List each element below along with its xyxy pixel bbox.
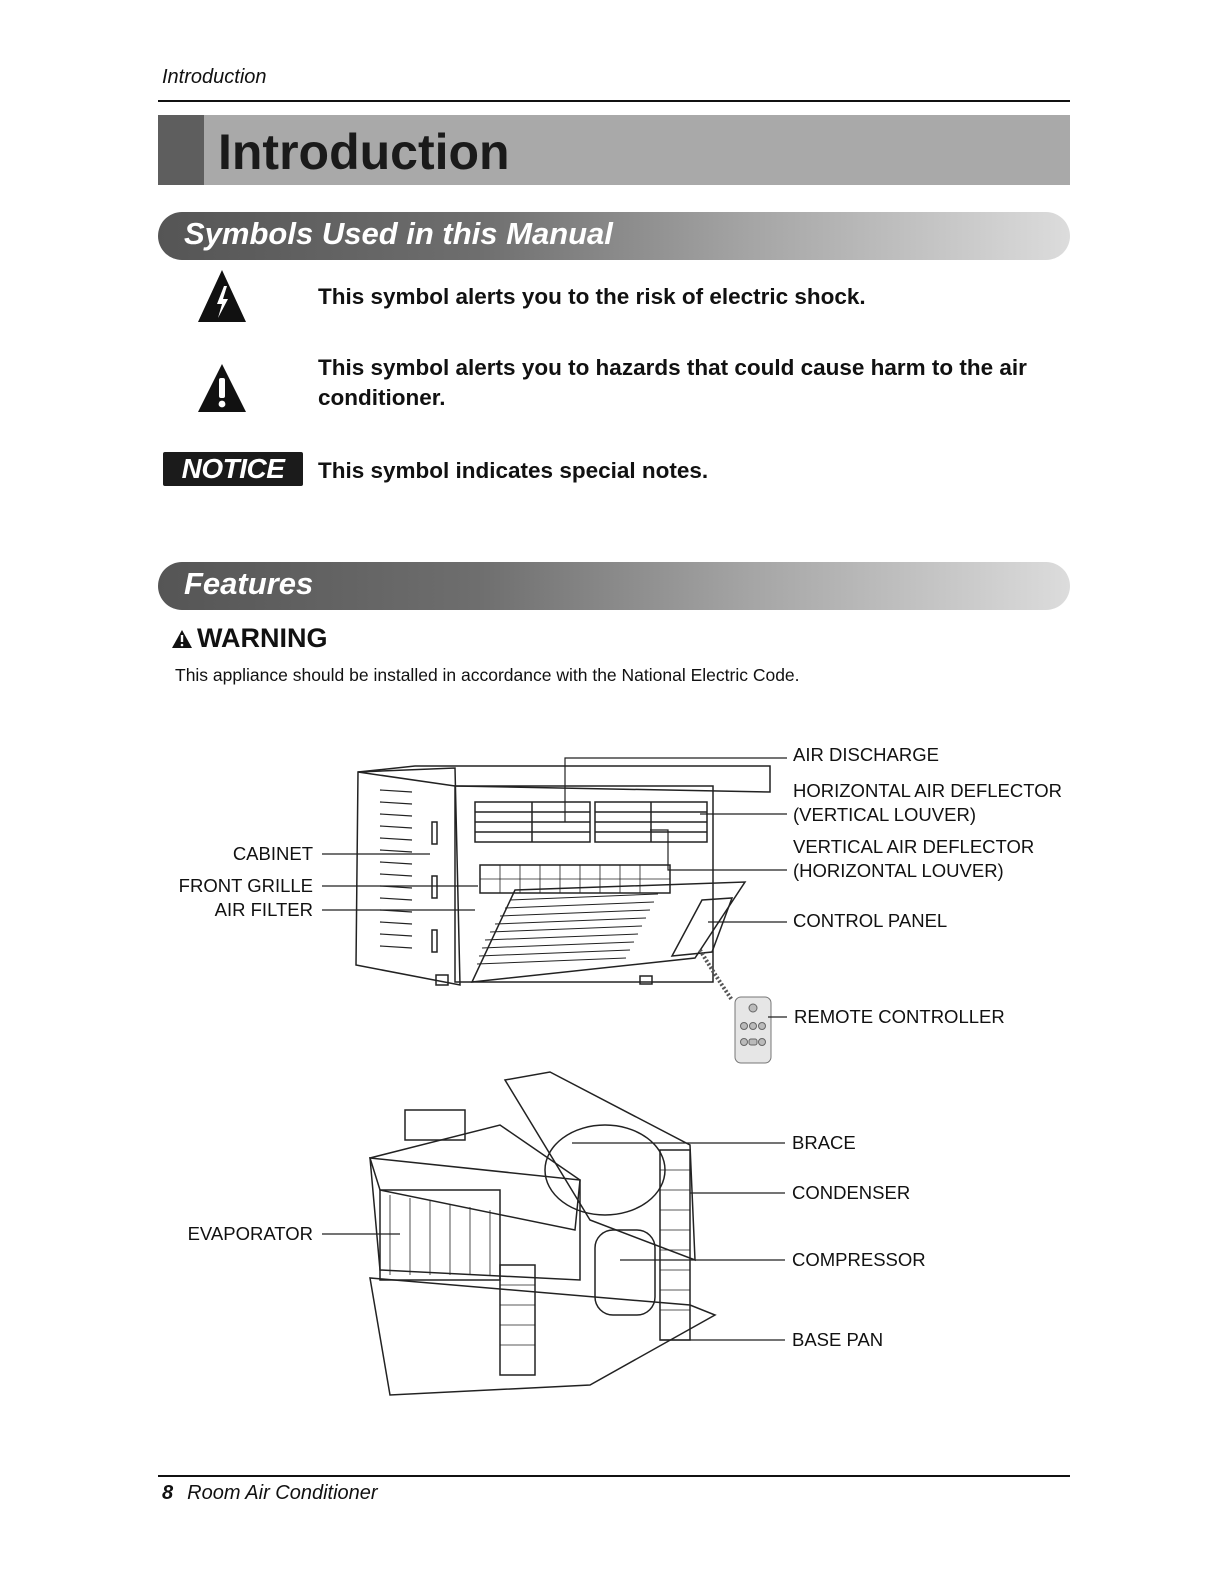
footer-doc-title: Room Air Conditioner	[187, 1482, 377, 1504]
label-evaporator: EVAPORATOR	[188, 1222, 313, 1246]
label-condenser: CONDENSER	[792, 1181, 910, 1205]
label-compressor: COMPRESSOR	[792, 1248, 926, 1272]
page-footer: 8 Room Air Conditioner	[162, 1482, 378, 1505]
footer-rule	[158, 1475, 1070, 1477]
label-brace: BRACE	[792, 1131, 856, 1155]
label-base-pan: BASE PAN	[792, 1328, 883, 1352]
page-number: 8	[162, 1482, 173, 1504]
